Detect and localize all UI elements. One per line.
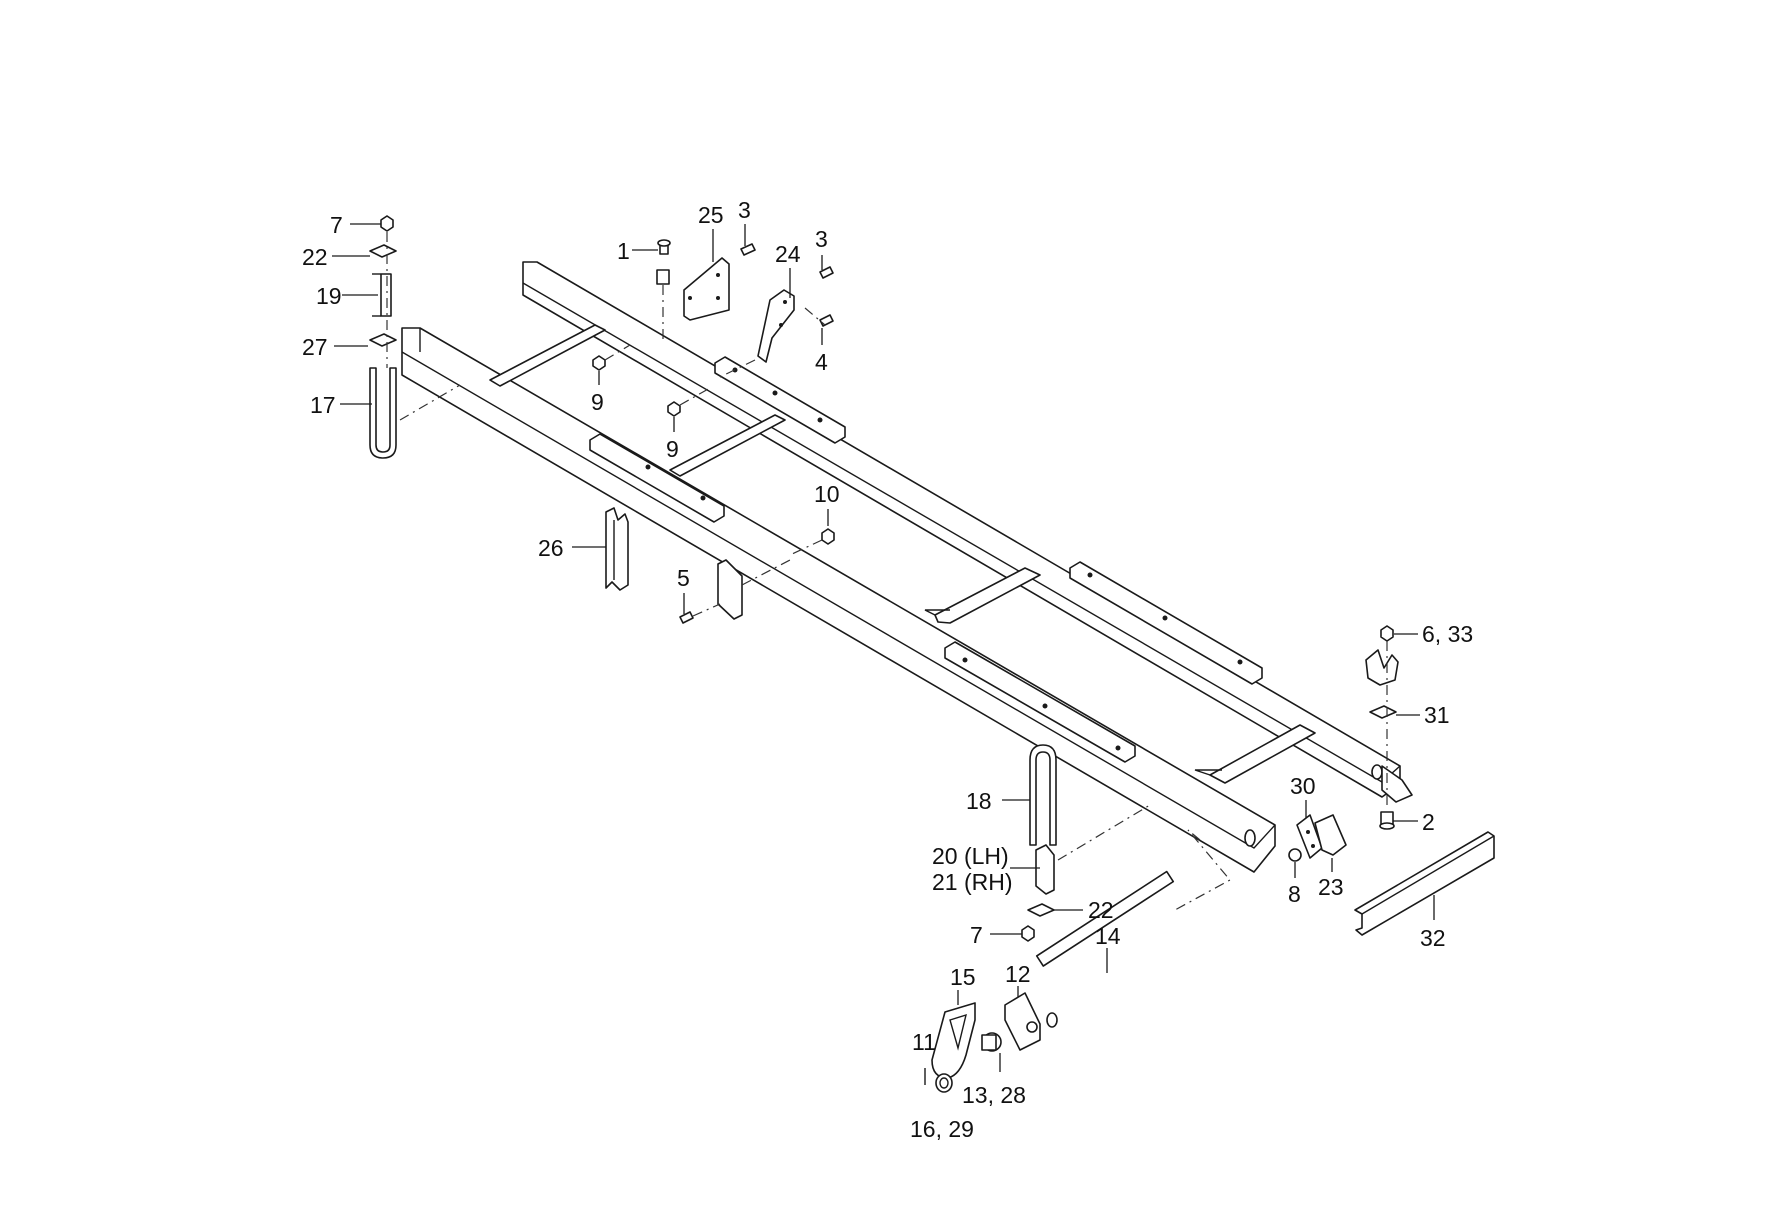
callout-10: 10 [814, 481, 840, 507]
bolt-3a [740, 243, 756, 256]
callout-1: 1 [617, 238, 630, 264]
hanger-15 [931, 1002, 976, 1079]
callout-22-top: 22 [302, 244, 328, 270]
callout-6-33: 6, 33 [1422, 621, 1473, 647]
block-23 [1314, 814, 1347, 856]
rail-pad-d [1069, 561, 1263, 685]
callout-7-bottom: 7 [970, 922, 983, 948]
callout-27: 27 [302, 334, 328, 360]
callout-8: 8 [1288, 881, 1301, 907]
callout-7-top: 7 [330, 212, 343, 238]
bracket-19 [380, 273, 392, 317]
callout-20-lh: 20 (LH) [932, 843, 1009, 869]
rail-pad-c [714, 356, 846, 444]
callout-21-rh: 21 (RH) [932, 869, 1013, 895]
callout-2: 2 [1422, 809, 1435, 835]
bracket-25 [683, 257, 730, 321]
callout-32: 32 [1420, 925, 1446, 951]
callout-18: 18 [966, 788, 992, 814]
frame-assembly [401, 261, 1413, 873]
callout-3a: 3 [738, 197, 751, 223]
callout-19: 19 [316, 283, 342, 309]
plate-27 [369, 333, 397, 347]
bushing-13-28 [981, 1034, 997, 1051]
leader-lines [332, 223, 1435, 1072]
nut-9a [592, 355, 606, 371]
plate-12 [1004, 992, 1041, 1051]
rear-hanger-parts [1288, 625, 1495, 936]
callout-5: 5 [677, 565, 690, 591]
nut-7-bottom [1021, 925, 1035, 942]
axle-14 [1035, 870, 1175, 967]
callout-11: 11 [912, 1029, 936, 1055]
bracket-26 [605, 507, 629, 591]
washer-16-29 [935, 1073, 953, 1093]
callout-31: 31 [1424, 702, 1450, 728]
callout-4: 4 [815, 349, 828, 375]
callout-9b: 9 [666, 436, 679, 462]
rail-pad-a [589, 433, 725, 523]
bracket-24 [757, 289, 795, 363]
cross-member-1 [489, 324, 606, 387]
callout-15: 15 [950, 964, 976, 990]
callout-30: 30 [1290, 773, 1316, 799]
nut-10 [821, 528, 835, 545]
mid-left-parts [605, 507, 835, 624]
callout-9a: 9 [591, 389, 604, 415]
callout-25: 25 [698, 202, 724, 228]
channel-32 [1354, 831, 1495, 936]
callout-24: 24 [775, 241, 801, 267]
plate-22-bottom [1027, 903, 1055, 917]
bolt-4 [819, 314, 834, 327]
front-spring-hanger-stack [369, 215, 461, 459]
lower-axle-parts [924, 744, 1231, 1093]
cross-member-3 [934, 567, 1041, 624]
bolt-5 [679, 611, 694, 624]
callout-22-bottom: 22 [1088, 897, 1114, 923]
cross-member-2 [669, 414, 786, 477]
upper-brackets [592, 239, 834, 417]
callout-labels: 7 22 19 27 17 1 25 3 24 3 4 9 9 10 26 5 … [302, 197, 1473, 1142]
callout-16-29: 16, 29 [910, 1116, 974, 1142]
callout-12: 12 [1005, 961, 1031, 987]
plate-mid [717, 559, 743, 620]
nut-6-33 [1380, 625, 1394, 642]
u-bolt-18 [1029, 744, 1057, 846]
washer-8 [1288, 848, 1302, 862]
cross-member-4 [1209, 724, 1316, 784]
callout-26: 26 [538, 535, 564, 561]
callout-14: 14 [1095, 923, 1121, 949]
nut-7-top [380, 215, 394, 232]
plate-22-top [369, 244, 397, 258]
bolt-3b [819, 266, 834, 279]
bracket-rear [1365, 649, 1399, 686]
u-bolt-17 [369, 367, 397, 459]
callout-23: 23 [1318, 874, 1344, 900]
nut-9b [667, 401, 681, 417]
callout-17: 17 [310, 392, 336, 418]
spacer [656, 269, 670, 285]
saddle-20-21 [1035, 844, 1055, 895]
callout-13-28: 13, 28 [962, 1082, 1026, 1108]
callout-3b: 3 [815, 226, 828, 252]
rail-pad-b [944, 641, 1136, 763]
plate-31 [1369, 705, 1397, 719]
